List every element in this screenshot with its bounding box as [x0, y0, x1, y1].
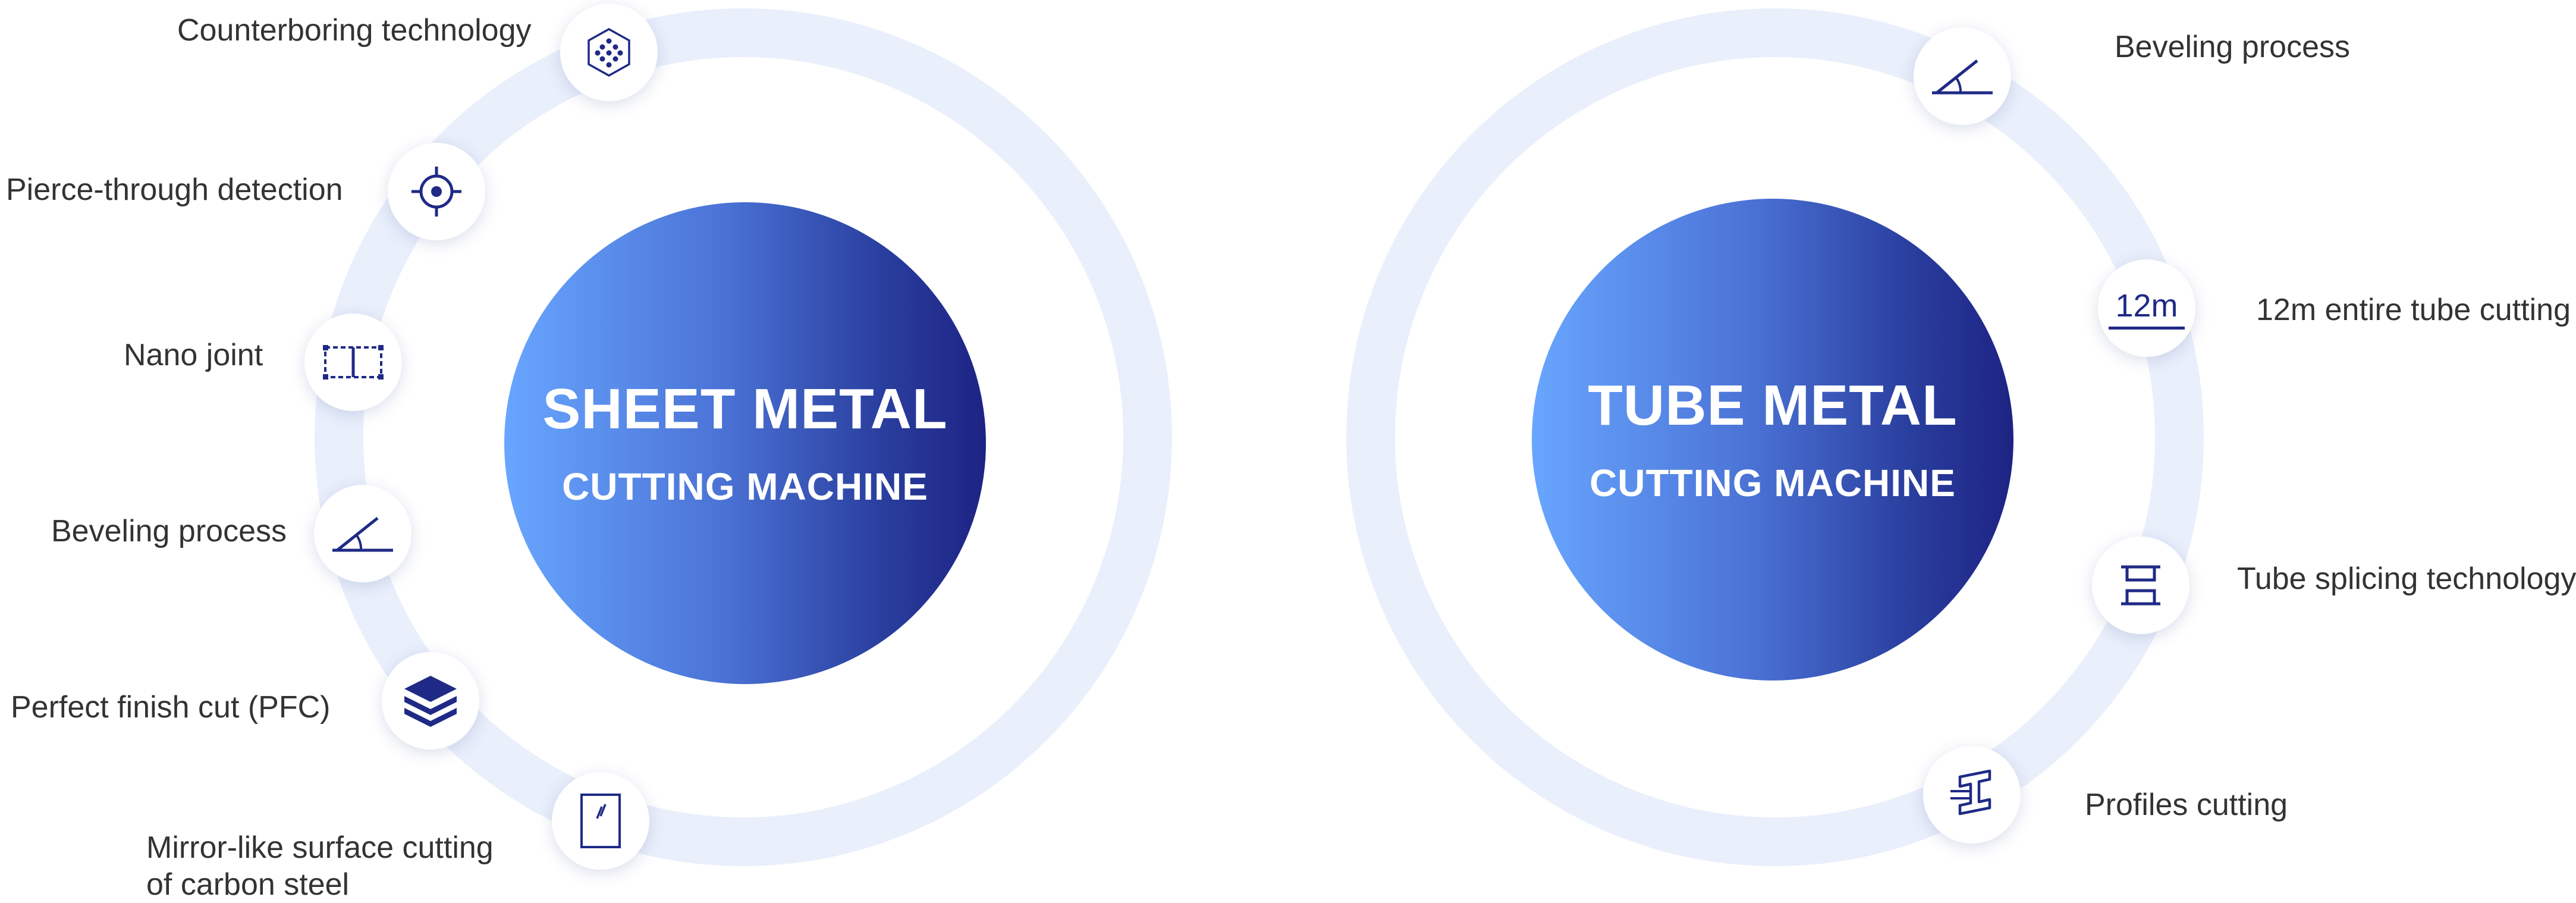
bevel-angle-icon — [1932, 59, 1993, 95]
label-counterboring: Counterboring technology — [177, 13, 532, 48]
sheet-metal-hub: SHEET METAL CUTTING MACHINE — [504, 202, 986, 684]
label-beveling-right: Beveling process — [2115, 30, 2350, 64]
nano-joint-node — [304, 313, 402, 411]
sheet-metal-title: SHEET METAL — [542, 377, 948, 441]
tube-splice-icon — [2121, 565, 2160, 606]
mirror-surface-node — [552, 772, 649, 870]
pierce-detection-node — [388, 143, 485, 240]
bevel-angle-icon — [332, 517, 393, 552]
crosshair-icon — [411, 167, 461, 217]
length-12m-text: 12m — [2115, 287, 2178, 324]
perfect-finish-node — [382, 652, 479, 750]
right-ring — [1346, 8, 2204, 866]
left-ring — [315, 8, 1172, 866]
label-tube-splicing: Tube splicing technology — [2237, 562, 2576, 596]
layers-icon — [404, 676, 457, 727]
label-nano-joint: Nano joint — [124, 338, 263, 372]
label-12m-tube-cutting: 12m entire tube cutting — [2256, 293, 2571, 327]
beveling-node-right — [1914, 27, 2011, 125]
label-pierce-detection: Pierce-through detection — [6, 173, 343, 207]
tube-splicing-node — [2092, 537, 2189, 634]
label-beveling-left: Beveling process — [51, 514, 287, 548]
label-profiles-cutting: Profiles cutting — [2085, 788, 2288, 822]
tube-metal-title: TUBE METAL — [1588, 374, 1958, 438]
tube-12m-node: 12m — [2098, 259, 2195, 357]
mirror-icon — [580, 794, 621, 848]
beveling-node-left — [314, 485, 411, 582]
label-mirror-surface-line1: Mirror-like surface cutting — [146, 830, 494, 865]
length-12m-icon: 12m — [2109, 287, 2185, 330]
nano-joint-icon — [323, 345, 384, 380]
label-mirror-surface-line2: of carbon steel — [146, 867, 350, 902]
counterboring-node — [560, 4, 658, 101]
tube-metal-hub: TUBE METAL CUTTING MACHINE — [1532, 199, 2013, 681]
sheet-metal-subtitle: CUTTING MACHINE — [562, 465, 928, 508]
profiles-cutting-node — [1923, 746, 2021, 844]
label-perfect-finish: Perfect finish cut (PFC) — [11, 690, 331, 725]
tube-metal-subtitle: CUTTING MACHINE — [1589, 461, 1956, 504]
profile-beam-icon — [1950, 769, 1991, 816]
counterboring-icon — [588, 27, 630, 77]
